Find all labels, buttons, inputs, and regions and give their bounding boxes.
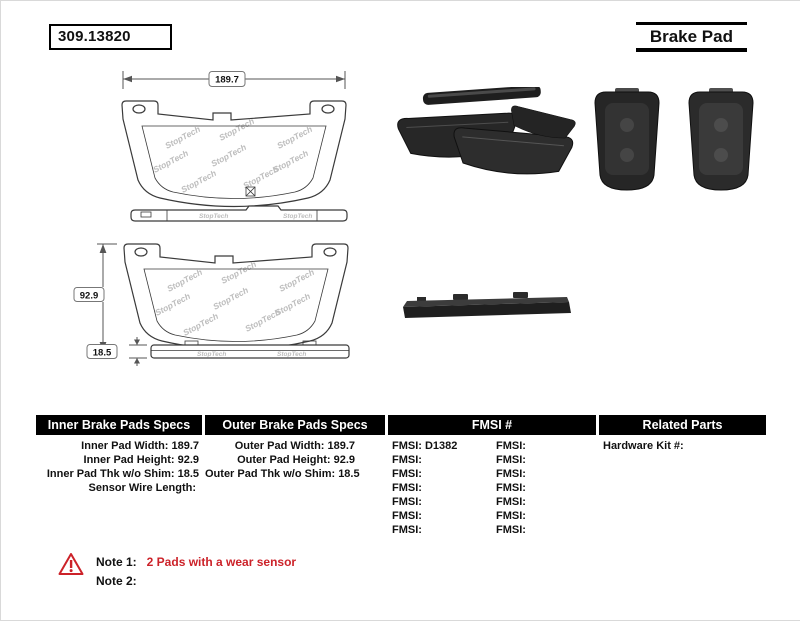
fmsi-label: FMSI: xyxy=(496,524,526,536)
spec-row: Inner Pad Width:189.7 xyxy=(36,439,199,453)
fmsi-label: FMSI: xyxy=(496,440,526,452)
spec-value: 18.5 xyxy=(177,468,199,480)
fmsi-row: FMSI: xyxy=(392,453,496,467)
fmsi-label: FMSI: xyxy=(392,440,422,452)
pad-top-strip-drawing: StopTech StopTech xyxy=(130,205,348,222)
fmsi-label: FMSI: xyxy=(496,482,526,494)
wear-sensor-marker xyxy=(245,186,256,197)
outer-specs-header: Outer Brake Pads Specs xyxy=(205,415,385,435)
height-dim-label: 92.9 xyxy=(80,291,99,302)
note-1-label: Note 1: xyxy=(96,555,137,569)
fmsi-label: FMSI: xyxy=(496,468,526,480)
fmsi-list: FMSI:D1382 FMSI: FMSI: FMSI: FMSI: FMSI:… xyxy=(392,439,600,537)
spec-label: Inner Pad Height: xyxy=(83,454,175,466)
spec-row: Outer Pad Thk w/o Shim:18.5 xyxy=(205,467,360,481)
spec-value: 92.9 xyxy=(177,454,199,466)
pad-photo-edge xyxy=(403,292,571,318)
fmsi-row: FMSI: xyxy=(496,467,600,481)
fmsi-label: FMSI: xyxy=(392,524,422,536)
note-2-label: Note 2: xyxy=(96,574,137,588)
thickness-dimension: 18.5 xyxy=(86,337,147,366)
fmsi-label: FMSI: xyxy=(496,496,526,508)
width-dim-label: 189.7 xyxy=(215,75,239,86)
fmsi-row: FMSI: xyxy=(392,523,496,537)
related-parts-list: Hardware Kit #: xyxy=(603,439,766,453)
spec-row: Outer Pad Height:92.9 xyxy=(205,453,355,467)
spec-value: 189.7 xyxy=(171,440,199,452)
spec-row: Inner Pad Height:92.9 xyxy=(36,453,199,467)
fmsi-row: FMSI: xyxy=(496,481,600,495)
inner-specs-header: Inner Brake Pads Specs xyxy=(36,415,202,435)
pad-photo-left xyxy=(594,88,660,191)
pad-photo-right xyxy=(688,88,754,191)
spec-value: 92.9 xyxy=(333,454,355,466)
stoptech-watermark: StopTech xyxy=(283,213,312,220)
fmsi-row: FMSI: xyxy=(392,481,496,495)
note-1: Note 1: 2 Pads with a wear sensor xyxy=(96,555,296,569)
stoptech-watermark: StopTech xyxy=(277,351,306,358)
fmsi-row: FMSI: xyxy=(392,495,496,509)
spec-label: Outer Pad Height: xyxy=(237,454,331,466)
related-label: Hardware Kit #: xyxy=(603,440,684,452)
related-parts-header: Related Parts xyxy=(599,415,766,435)
fmsi-column-2: FMSI: FMSI: FMSI: FMSI: FMSI: FMSI: FMSI… xyxy=(496,439,600,537)
related-row: Hardware Kit #: xyxy=(603,439,766,453)
fmsi-row: FMSI: xyxy=(496,509,600,523)
fmsi-label: FMSI: xyxy=(392,496,422,508)
spec-label: Outer Pad Thk w/o Shim: xyxy=(205,468,336,480)
spec-row: Inner Pad Thk w/o Shim:18.5 xyxy=(36,467,199,481)
pad-photo-set xyxy=(397,87,576,175)
fmsi-row: FMSI:D1382 xyxy=(392,439,496,453)
spec-label: Sensor Wire Length: xyxy=(88,482,196,494)
product-type-title: Brake Pad xyxy=(635,22,747,52)
stoptech-watermark: StopTech xyxy=(197,351,226,358)
spec-value: 189.7 xyxy=(327,440,355,452)
fmsi-value: D1382 xyxy=(424,440,458,452)
fmsi-row: FMSI: xyxy=(496,523,600,537)
fmsi-label: FMSI: xyxy=(392,482,422,494)
spec-label: Inner Pad Width: xyxy=(81,440,169,452)
pad-photo-pair xyxy=(594,88,754,191)
thickness-dim-label: 18.5 xyxy=(93,348,112,359)
part-number: 309.13820 xyxy=(49,24,172,50)
spec-row: Outer Pad Width:189.7 xyxy=(205,439,355,453)
pad-front-drawing-height: 92.9 StopTech StopTech StopTech StopTech… xyxy=(73,243,349,352)
fmsi-row: FMSI: xyxy=(496,453,600,467)
width-dimension: 189.7 xyxy=(122,71,346,89)
fmsi-row: FMSI: xyxy=(496,439,600,453)
fmsi-label: FMSI: xyxy=(496,510,526,522)
note-1-text: 2 Pads with a wear sensor xyxy=(146,555,297,569)
fmsi-label: FMSI: xyxy=(392,510,422,522)
fmsi-row: FMSI: xyxy=(392,509,496,523)
fmsi-row: FMSI: xyxy=(496,495,600,509)
fmsi-label: FMSI: xyxy=(496,454,526,466)
spec-label: Inner Pad Thk w/o Shim: xyxy=(46,468,175,480)
pad-edge-drawing-thickness: 18.5 StopTech StopTech xyxy=(86,337,350,366)
inner-specs-list: Inner Pad Width:189.7 Inner Pad Height:9… xyxy=(36,439,199,495)
fmsi-header: FMSI # xyxy=(388,415,596,435)
pad-front-drawing-width: 189.7 StopTech StopTech StopTech StopTec… xyxy=(121,71,347,208)
warning-icon xyxy=(58,553,84,575)
note-2: Note 2: xyxy=(96,574,147,588)
fmsi-label: FMSI: xyxy=(392,468,422,480)
fmsi-column-1: FMSI:D1382 FMSI: FMSI: FMSI: FMSI: FMSI:… xyxy=(392,439,496,537)
fmsi-row: FMSI: xyxy=(392,467,496,481)
outer-specs-list: Outer Pad Width:189.7 Outer Pad Height:9… xyxy=(205,439,360,481)
stoptech-watermark: StopTech xyxy=(199,213,228,220)
spec-label: Outer Pad Width: xyxy=(234,440,325,452)
fmsi-label: FMSI: xyxy=(392,454,422,466)
spec-value: 18.5 xyxy=(338,468,360,480)
spec-row: Sensor Wire Length: xyxy=(36,481,199,495)
